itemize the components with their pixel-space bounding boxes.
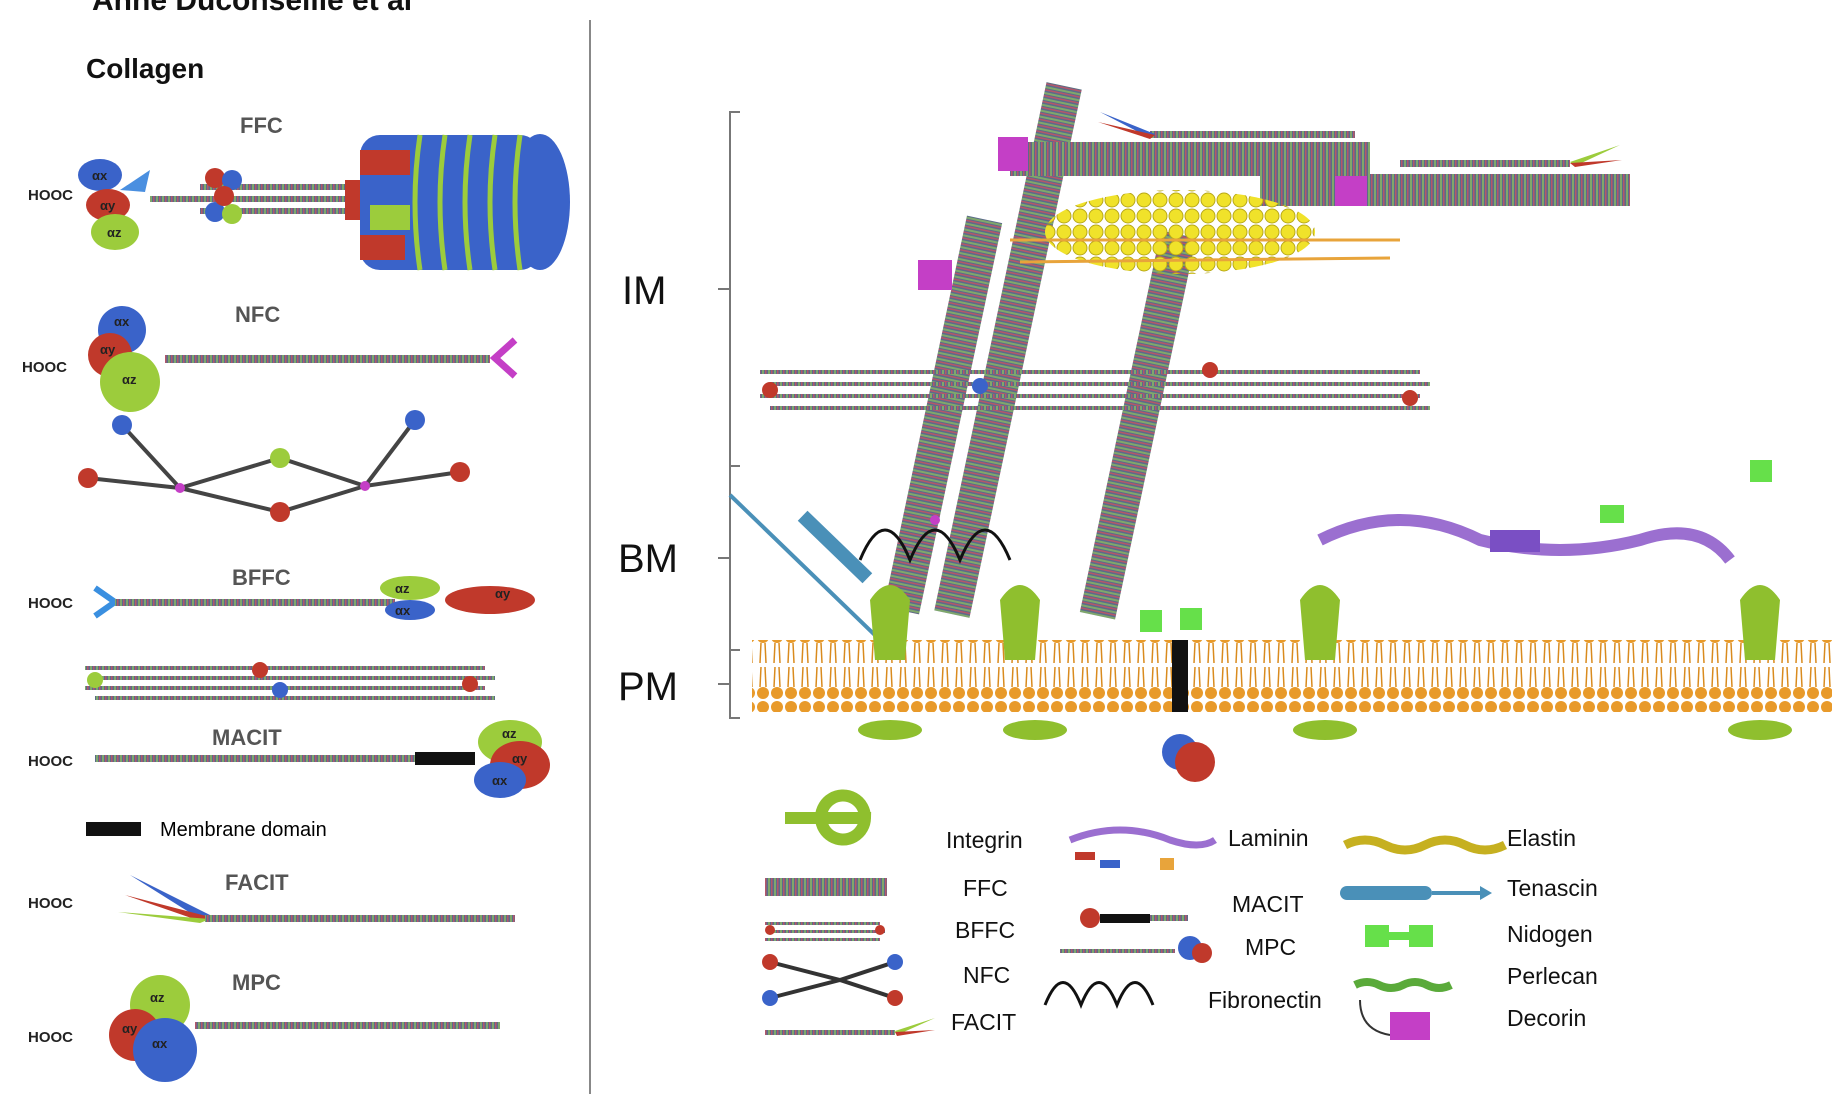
mpc-ax-text: αx	[152, 1036, 168, 1051]
legend-laminin-icon	[1068, 826, 1217, 870]
ffc-diagram: FFC HOOC αx αy αz	[28, 113, 570, 271]
facit-label: FACIT	[225, 870, 289, 895]
mpc-az-text: αz	[150, 990, 165, 1005]
pm-layer-label: PM	[618, 665, 678, 709]
nfc-ax-text: αx	[114, 314, 130, 329]
legend-nfc-icon	[762, 954, 903, 1006]
legend-tenascin-label: Tenascin	[1507, 875, 1598, 901]
collagen-title: Collagen	[86, 53, 204, 84]
legend-integrin-label: Integrin	[946, 827, 1023, 853]
facit-diagram: FACIT HOOC	[28, 870, 515, 923]
legend-bffc-label: BFFC	[955, 917, 1015, 943]
legend-fibronectin-icon	[1043, 981, 1155, 1010]
membrane-domain-label: Membrane domain	[160, 819, 327, 841]
legend-nidogen-icon	[1365, 925, 1433, 947]
legend-laminin-label: Laminin	[1228, 825, 1309, 851]
bffc-hooc-label: HOOC	[28, 595, 73, 612]
macit-ax-text: αx	[492, 773, 508, 788]
nfc-az-text: αz	[122, 372, 137, 387]
ffc-ax-text: αx	[92, 168, 108, 183]
nfc-hooc-label: HOOC	[22, 359, 67, 376]
macit-diagram: MACIT HOOC αz αy αx	[28, 720, 550, 798]
bffc-ay-text: αy	[495, 586, 511, 601]
nfc-ay-text: αy	[100, 342, 116, 357]
legend-mpc-label: MPC	[1245, 934, 1296, 960]
legend: Integrin FFC BFFC NFC FACIT Laminin MACI…	[762, 789, 1598, 1040]
bm-fibronectin	[858, 528, 1012, 564]
legend-ffc-icon	[765, 878, 887, 896]
legend-perlecan-icon	[1353, 978, 1453, 992]
nfc-label: NFC	[235, 302, 280, 327]
macit-label: MACIT	[212, 725, 282, 750]
bffc-diagram: BFFC HOOC αz αx αy	[28, 565, 535, 700]
legend-elastin-label: Elastin	[1507, 825, 1576, 851]
legend-nidogen-label: Nidogen	[1507, 921, 1593, 947]
ffc-az-subunit	[91, 214, 139, 250]
ffc-label: FFC	[240, 113, 283, 138]
legend-macit-label: MACIT	[1232, 891, 1304, 917]
bffc-label: BFFC	[232, 565, 291, 590]
facit-hooc-label: HOOC	[28, 895, 73, 912]
ffc-hooc-label: HOOC	[28, 187, 73, 204]
pm-mpc	[1162, 734, 1215, 782]
legend-mpc-icon	[1060, 936, 1212, 963]
mpc-ay-text: αy	[122, 1021, 138, 1036]
im-facit	[1098, 112, 1622, 167]
ffc-ax-subunit	[78, 159, 122, 191]
mpc-hooc-label: HOOC	[28, 1029, 73, 1046]
bffc-ax-text: αx	[395, 603, 411, 618]
legend-ffc-label: FFC	[963, 875, 1008, 901]
im-bffc	[760, 362, 1430, 410]
legend-bffc-icon	[765, 922, 885, 941]
mpc-diagram: MPC HOOC αz αy αx	[28, 970, 500, 1082]
macit-ay-text: αy	[512, 751, 528, 766]
layer-braces	[718, 111, 740, 719]
nfc-diagram: NFC HOOC αx αy αz	[22, 302, 518, 522]
im-elastin-fibers	[1010, 238, 1400, 264]
legend-nfc-label: NFC	[963, 962, 1010, 988]
legend-decorin-icon	[1359, 999, 1430, 1040]
membrane-channel	[1172, 640, 1188, 712]
bffc-az-text: αz	[395, 581, 410, 596]
bm-laminin	[1317, 514, 1735, 564]
bm-integrins	[858, 585, 1792, 740]
plasma-membrane	[752, 640, 1832, 712]
ffc-ay-text: αy	[100, 198, 116, 213]
legend-integrin-icon	[785, 789, 872, 846]
bm-nidogen	[1140, 460, 1772, 632]
legend-tenascin-icon	[1340, 886, 1492, 900]
legend-fibronectin-label: Fibronectin	[1208, 987, 1322, 1013]
legend-elastin-icon	[1342, 835, 1508, 855]
mpc-label: MPC	[232, 970, 281, 995]
bm-tenascin	[728, 493, 882, 642]
legend-facit-icon	[765, 1018, 935, 1036]
im-elastin	[1045, 190, 1315, 274]
legend-macit-icon	[1080, 908, 1188, 928]
macit-az-text: αz	[502, 726, 517, 741]
legend-decorin-label: Decorin	[1507, 1005, 1586, 1031]
legend-facit-label: FACIT	[951, 1009, 1016, 1035]
bm-layer-label: BM	[618, 537, 678, 581]
ffc-az-text: αz	[107, 225, 122, 240]
ffc-ay-subunit	[86, 189, 130, 221]
im-layer-label: IM	[622, 269, 666, 313]
membrane-domain-swatch	[86, 822, 141, 836]
macit-hooc-label: HOOC	[28, 753, 73, 770]
author-line: Anne Duconseille et al	[92, 0, 412, 17]
im-fibrils	[883, 82, 1630, 620]
legend-perlecan-label: Perlecan	[1507, 963, 1598, 989]
